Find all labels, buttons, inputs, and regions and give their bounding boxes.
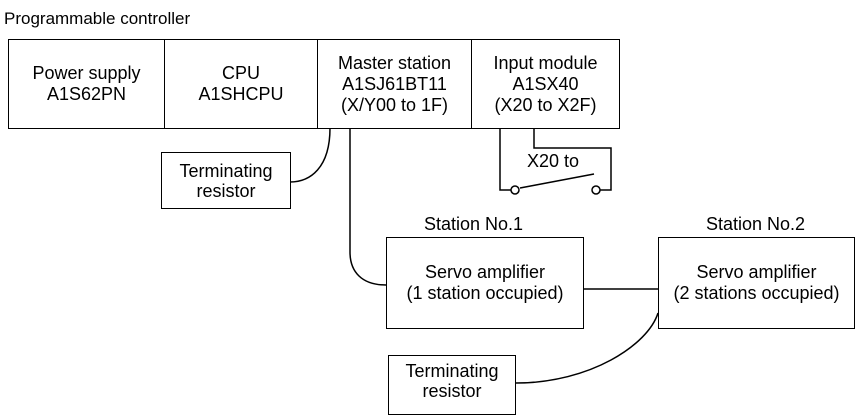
switch-label: X20 to — [527, 151, 580, 171]
terminator-1-line2: resistor — [196, 180, 256, 201]
station-1-line1: Servo amplifier — [424, 262, 546, 282]
station-1-line2: (1 station occupied) — [406, 283, 564, 303]
terminating-resistor-2: Terminating resistor — [388, 355, 516, 415]
master-to-station1-cable — [349, 128, 387, 286]
power-supply-name: Power supply — [32, 63, 141, 83]
cpu-model: A1SHCPU — [198, 84, 284, 104]
station-2-label: Station No.2 — [706, 214, 806, 234]
input-module: Input module A1SX40 (X20 to X2F) — [471, 40, 619, 128]
plc-title: Programmable controller — [4, 9, 191, 28]
master-station-module: Master station A1SJ61BT11 (X/Y00 to 1F) — [317, 40, 471, 128]
terminating-resistor-1: Terminating resistor — [161, 152, 291, 209]
master-station-model: A1SJ61BT11 — [342, 73, 447, 94]
input-module-range: (X20 to X2F) — [494, 94, 597, 115]
station-2-line2: (2 stations occupied) — [673, 283, 840, 303]
cpu-module: CPU A1SHCPU — [164, 40, 317, 128]
terminator-1-line1: Terminating — [179, 160, 273, 181]
input-module-name: Input module — [493, 52, 598, 73]
switch-wire-right — [533, 128, 612, 191]
master-station-name: Master station — [337, 52, 452, 73]
power-supply-module: Power supply A1S62PN — [9, 40, 164, 128]
servo-amplifier-station-2: Servo amplifier (2 stations occupied) — [658, 237, 855, 329]
cpu-name: CPU — [221, 63, 260, 83]
servo-amplifier-station-1: Servo amplifier (1 station occupied) — [386, 237, 584, 329]
plc-rack: Power supply A1S62PN CPU A1SHCPU Master … — [8, 39, 620, 129]
switch-contact-right — [591, 185, 601, 195]
station-2-line1: Servo amplifier — [696, 262, 817, 282]
power-supply-model: A1S62PN — [46, 84, 127, 104]
switch-contact-left — [510, 185, 520, 195]
switch-blade — [519, 173, 595, 189]
switch-wire-left — [499, 128, 511, 191]
input-module-model: A1SX40 — [512, 73, 579, 94]
terminator-2-line1: Terminating — [405, 361, 499, 381]
station-1-label: Station No.1 — [424, 214, 524, 234]
terminator-2-line2: resistor — [422, 381, 482, 401]
terminator-cable-1 — [289, 127, 331, 183]
terminator-cable-2 — [515, 312, 659, 384]
master-station-range: (X/Y00 to 1F) — [340, 94, 449, 115]
